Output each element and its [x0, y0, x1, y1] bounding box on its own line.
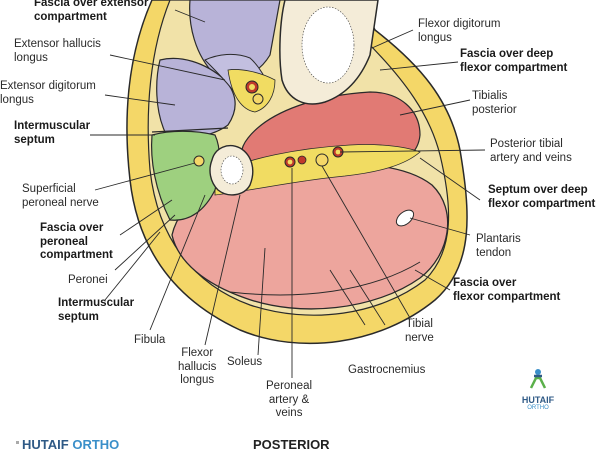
neurovascular-fat-band [214, 144, 421, 196]
watermark-brand-a: HUTAIF [22, 437, 69, 452]
label-fibula: Fibula [134, 334, 166, 346]
watermark-text: HUTAIF ORTHO [16, 437, 120, 452]
peroneal-artery-lumen [287, 159, 293, 165]
label-gastrocnemius: Gastrocnemius [348, 364, 426, 376]
tibial-nerve-dot [315, 153, 329, 167]
deep-peroneal-nerve [252, 93, 264, 105]
posterior-tibial-artery-lumen [335, 149, 341, 155]
watermark-logo: HUTAIF ORTHO [520, 368, 556, 412]
label-soleus: Soleus [227, 356, 263, 368]
watermark-brand-b: ORTHO [72, 437, 120, 452]
tibia-marrow [301, 6, 355, 84]
watermark-dot [16, 441, 19, 444]
watermark-small-b: ORTHO [527, 405, 549, 411]
leader-lines [90, 9, 486, 378]
peroneal-vein [297, 155, 307, 165]
fibula-marrow [220, 155, 244, 185]
watermark-small-a: HUTAIF [521, 395, 555, 405]
logo-figure-icon [529, 369, 547, 389]
peroneal-compartment [151, 130, 221, 221]
label-peronei: Peronei [68, 274, 108, 286]
orientation-label: POSTERIOR [253, 437, 330, 452]
gastrocnemius-boundary [229, 261, 421, 296]
anterior-intermuscular-septum [151, 127, 229, 133]
plantaris-tendon-shape [395, 209, 415, 227]
anterior-vessel-lumen [249, 84, 255, 90]
superficial-peroneal-nerve-dot [193, 155, 205, 167]
